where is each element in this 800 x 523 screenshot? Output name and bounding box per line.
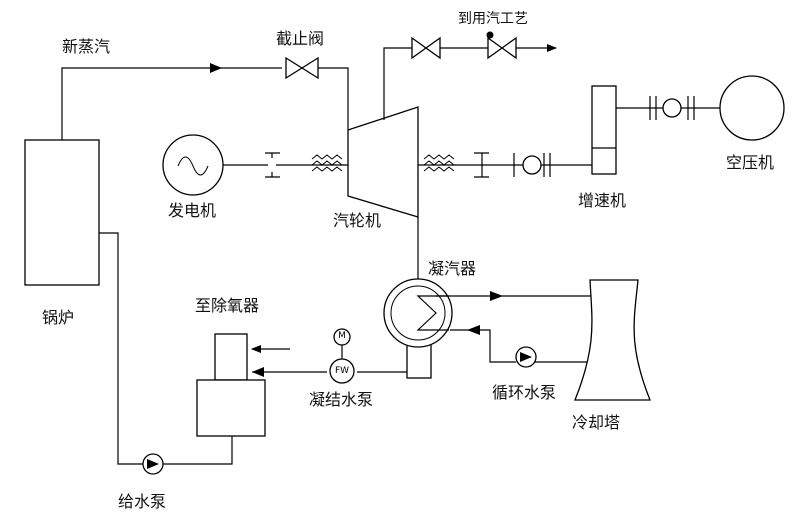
motor-symbol: M <box>338 331 346 341</box>
condensate-pump-label: 凝结水泵 <box>309 390 374 409</box>
deaerator-tank <box>196 379 266 437</box>
coupling-gearbox-compressor <box>649 96 695 120</box>
gearbox <box>591 85 617 175</box>
circulating-pump-label: 循环水泵 <box>492 383 557 402</box>
valve-to-turbine-line <box>318 67 349 130</box>
condensate-pump-motor <box>333 328 351 346</box>
cooling-tower <box>574 279 651 401</box>
feed-pump-label: 给水泵 <box>118 492 167 511</box>
steam-turbine <box>347 106 419 218</box>
boiler-label: 锅炉 <box>42 308 75 327</box>
condenser <box>383 278 453 348</box>
condenser-label: 凝汽器 <box>428 259 477 278</box>
ac-wave-icon <box>177 156 209 176</box>
shaft-coupling-left <box>265 152 280 178</box>
to-process-label: 到用汽工艺 <box>458 11 528 27</box>
boiler <box>24 139 100 286</box>
flexible-coupling-left <box>311 154 343 172</box>
stop-valve <box>285 56 319 80</box>
shaft-coupling-right <box>474 152 489 178</box>
new-steam-line <box>61 67 282 140</box>
generator-label: 发电机 <box>168 201 217 220</box>
extraction-valve-actuator <box>486 31 494 39</box>
circulating-water-pump <box>515 346 537 368</box>
condensate-pump <box>329 358 355 384</box>
feedwater-symbol: FW <box>334 366 350 376</box>
oil-pump-right <box>513 153 551 177</box>
stop-valve-label: 截止阀 <box>276 29 325 48</box>
flexible-coupling-right <box>423 154 455 172</box>
deaerator-label: 至除氧器 <box>195 296 260 315</box>
air-compressor <box>719 75 785 141</box>
steam-flow-arrow <box>210 63 222 73</box>
feed-water-pump <box>142 453 164 475</box>
steam-label: 新蒸汽 <box>62 37 111 56</box>
gearbox-label: 增速机 <box>578 191 627 210</box>
cooling-tower-label: 冷却塔 <box>572 413 621 432</box>
compressor-label: 空压机 <box>726 153 775 172</box>
extraction-valve-2 <box>487 36 517 60</box>
feed-water-line <box>163 436 233 465</box>
extraction-line <box>383 47 412 120</box>
turbine-label: 汽轮机 <box>333 211 382 230</box>
extraction-valve-1 <box>411 36 441 60</box>
condenser-tube-bundle <box>416 295 449 331</box>
deaerator-head <box>214 333 248 381</box>
